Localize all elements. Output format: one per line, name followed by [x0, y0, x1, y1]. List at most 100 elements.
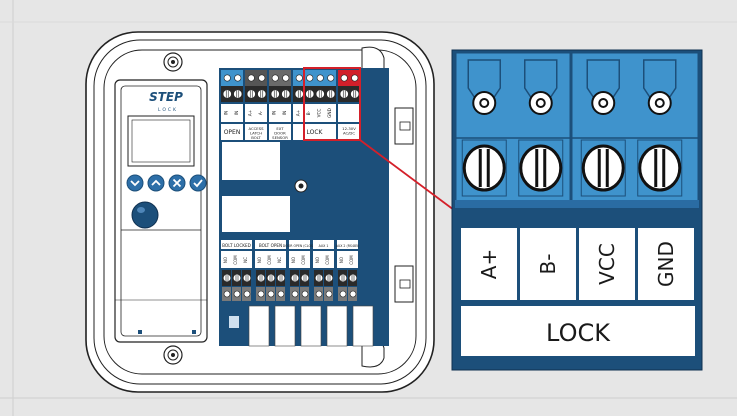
bottom-terminal-row — [222, 270, 358, 301]
pin-label: IN — [271, 111, 276, 115]
zoom-pin-card — [579, 228, 635, 300]
pcb-screw-icon — [294, 179, 308, 193]
terminal-screw-icon[interactable] — [327, 74, 335, 82]
pcb-blank-area-2 — [222, 196, 290, 232]
group-label-card — [338, 124, 360, 140]
terminal-clamp-icon[interactable] — [350, 89, 360, 99]
pin-label-card — [221, 104, 243, 122]
terminal-clamp-icon[interactable] — [324, 273, 334, 283]
zoom-pointer-line — [359, 139, 455, 211]
terminal-screw-icon[interactable] — [233, 290, 241, 298]
pin-label: NO — [257, 257, 262, 263]
terminal-screw-icon[interactable] — [257, 290, 265, 298]
group-label: AUX 1 — [319, 244, 329, 248]
terminal-screw-icon[interactable] — [243, 290, 251, 298]
group-label-card — [221, 240, 252, 249]
pin-label: NO — [315, 257, 320, 263]
tag-reader-button[interactable] — [131, 201, 159, 229]
bottom-screw-icon — [163, 345, 183, 365]
bottom-connectors — [248, 305, 374, 347]
group-label-card — [221, 124, 243, 140]
terminal-clamp-icon[interactable] — [257, 89, 267, 99]
group-label-card — [245, 124, 267, 140]
terminal-clamp-icon[interactable] — [300, 273, 310, 283]
zoom-clamp-icon[interactable] — [519, 144, 563, 192]
lcd-display — [127, 115, 195, 167]
chevron-up-button[interactable] — [147, 174, 165, 192]
pin-label: NO — [291, 257, 296, 263]
terminal-clamp-icon[interactable] — [348, 273, 358, 283]
pin-label-card — [337, 251, 358, 268]
terminal-clamp-icon[interactable] — [294, 89, 304, 99]
pcb-jumper — [229, 316, 239, 328]
terminal-clamp-icon[interactable] — [339, 89, 349, 99]
terminal-clamp-icon[interactable] — [270, 89, 280, 99]
terminal-clamp-icon[interactable] — [315, 89, 325, 99]
terminal-clamp-icon[interactable] — [242, 273, 252, 283]
zoom-pin-label: VCC — [595, 243, 619, 285]
terminal-screw-icon[interactable] — [301, 290, 309, 298]
group-label: SENSOR — [272, 135, 288, 140]
terminal-screw-icon[interactable] — [247, 74, 255, 82]
zoom-clamp-icon[interactable] — [638, 144, 682, 192]
terminal-screw-icon[interactable] — [291, 290, 299, 298]
pin-label: COM — [301, 255, 306, 265]
terminal-screw-icon[interactable] — [277, 290, 285, 298]
terminal-clamp-icon[interactable] — [276, 273, 286, 283]
pin-label: VCC — [316, 109, 321, 118]
terminal-clamp-icon[interactable] — [222, 89, 232, 99]
confirm-button[interactable] — [189, 174, 207, 192]
group-label: DOOR — [274, 131, 286, 136]
pin-label-card — [313, 251, 334, 268]
terminal-screw-icon[interactable] — [316, 74, 324, 82]
terminal-clamp-icon[interactable] — [305, 89, 315, 99]
pin-label: NC — [243, 257, 248, 263]
terminal-screw-icon[interactable] — [258, 74, 266, 82]
group-label: 12-30V — [342, 126, 356, 131]
pcb-blank-area-1 — [222, 142, 280, 180]
terminal-screw-icon[interactable] — [282, 74, 290, 82]
terminal-clamp-icon[interactable] — [256, 273, 266, 283]
terminal-clamp-icon[interactable] — [290, 273, 300, 283]
terminal-screw-icon[interactable] — [339, 290, 347, 298]
brand-sub: LOCK — [158, 107, 178, 113]
zoom-clamp-icon[interactable] — [462, 144, 506, 192]
group-label: OPEN — [224, 129, 241, 136]
terminal-screw-icon[interactable] — [315, 290, 323, 298]
terminal-clamp-icon[interactable] — [246, 89, 256, 99]
terminal-clamp-icon[interactable] — [222, 273, 232, 283]
pin-label: IN — [282, 111, 287, 115]
terminal-screw-icon[interactable] — [223, 290, 231, 298]
pin-label: A+ — [295, 109, 300, 116]
cancel-button[interactable] — [168, 174, 186, 192]
terminal-screw-icon[interactable] — [306, 74, 314, 82]
terminal-screw-icon[interactable] — [340, 74, 348, 82]
terminal-screw-icon[interactable] — [295, 74, 303, 82]
zoom-pin-label: GND — [654, 241, 678, 287]
terminal-clamp-icon[interactable] — [266, 273, 276, 283]
pin-label: IN — [234, 111, 239, 115]
terminal-clamp-icon[interactable] — [281, 89, 291, 99]
terminal-clamp-icon[interactable] — [338, 273, 348, 283]
terminal-screw-icon[interactable] — [223, 74, 231, 82]
zoom-pin-card — [520, 228, 576, 300]
zoom-clamp-icon[interactable] — [581, 144, 625, 192]
pin-label-card — [255, 251, 286, 268]
zoom-lock-card — [461, 306, 695, 356]
terminal-screw-icon[interactable] — [349, 290, 357, 298]
terminal-clamp-icon[interactable] — [314, 273, 324, 283]
terminal-screw-icon[interactable] — [351, 74, 359, 82]
pin-label: COM — [233, 255, 238, 265]
pin-label: B- — [306, 110, 311, 115]
chevron-down-button[interactable] — [126, 174, 144, 192]
terminal-screw-icon[interactable] — [325, 290, 333, 298]
terminal-clamp-icon[interactable] — [233, 89, 243, 99]
terminal-clamp-icon[interactable] — [326, 89, 336, 99]
pin-label: COM — [267, 255, 272, 265]
terminal-screw-icon[interactable] — [271, 74, 279, 82]
zoom-pin-card — [638, 228, 694, 300]
terminal-screw-icon[interactable] — [267, 290, 275, 298]
terminal-clamp-icon[interactable] — [232, 273, 242, 283]
terminal-screw-icon[interactable] — [234, 74, 242, 82]
